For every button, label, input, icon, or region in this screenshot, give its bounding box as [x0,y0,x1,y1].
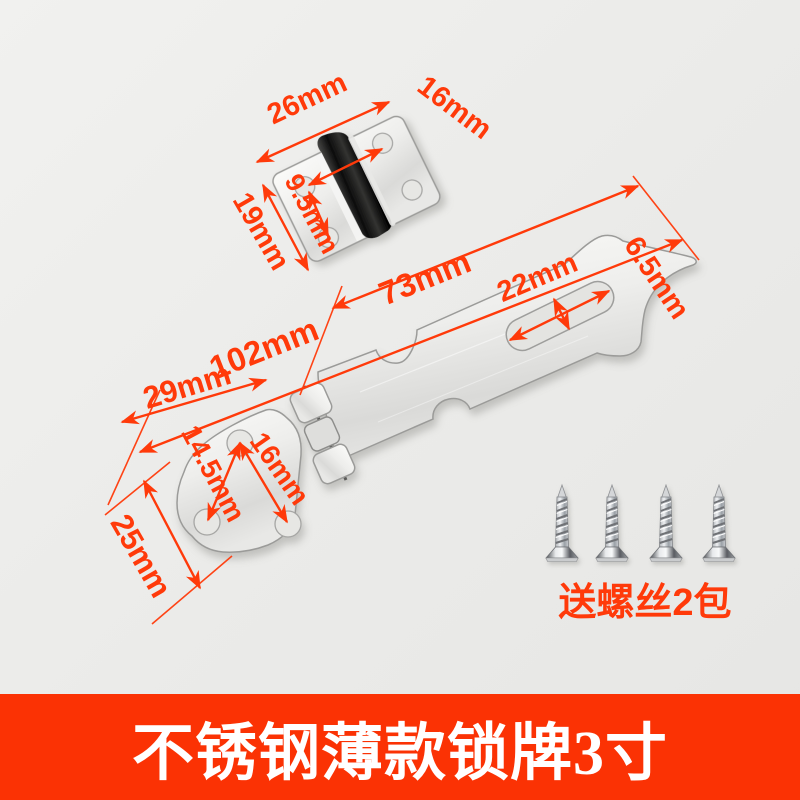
plate-hole-right [274,510,302,538]
dim-line-16mm-top [307,147,384,187]
dim-line-14-5mm [206,441,242,522]
screw-4 [702,484,736,563]
dim-line-16mm-plate [238,441,289,524]
dim-label-26mm: 26mm [262,67,351,131]
dim-line-25mm [142,479,202,590]
product-title-banner: 不锈钢薄款锁牌3寸 [0,694,800,800]
dimension-lines [120,100,684,590]
dim-label-16mm-top: 16mm [411,70,497,146]
dim-line-6-5mm [552,297,571,331]
dim-label-29mm: 29mm [139,356,235,416]
screw-set [545,484,736,563]
dim-line-73mm [331,184,640,310]
dim-line-9-5mm [307,190,330,237]
screw-2 [595,484,629,563]
dim-line-29mm [120,377,268,425]
dim-label-73mm: 73mm [374,242,476,312]
product-title: 不锈钢薄款锁牌3寸 [131,720,668,788]
dim-label-25mm: 25mm [104,508,179,603]
plate-hole-left [193,508,221,536]
annotated-product-drawing: 送螺丝2包 26mm 16mm 9.5mm 19mm 102mm 73mm 22… [104,67,736,625]
screw-1 [545,484,579,563]
free-screws-label: 送螺丝2包 [558,582,731,624]
screw-3 [649,484,683,563]
dim-line-26mm [255,100,391,164]
